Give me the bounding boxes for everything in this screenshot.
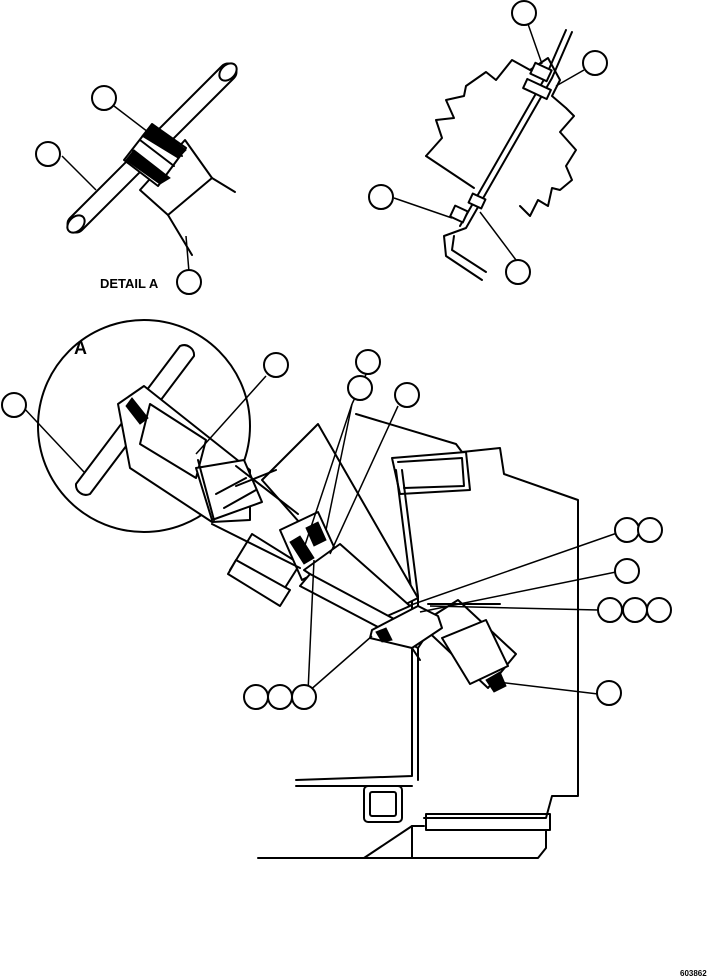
detail-a-label: DETAIL A: [100, 276, 159, 291]
callout-balloon: [394, 382, 420, 408]
callout-balloon: [505, 259, 531, 285]
callout-balloon: [614, 517, 640, 543]
callout-balloons: [1, 0, 672, 710]
callout-balloon: [597, 597, 623, 623]
callout-balloon: [582, 50, 608, 76]
bracket-drawing: [393, 23, 585, 281]
detail-a-drawing: [61, 62, 238, 273]
callout-balloon: [347, 375, 373, 401]
callout-balloon: [291, 684, 317, 710]
callout-balloon: [35, 141, 61, 167]
main-assembly-drawing: [21, 319, 621, 859]
callout-balloon: [646, 597, 672, 623]
callout-balloon: [596, 680, 622, 706]
callout-balloon: [637, 517, 663, 543]
callout-balloon: [263, 352, 289, 378]
callout-balloon: [614, 558, 640, 584]
callout-balloon: [511, 0, 537, 26]
callout-balloon: [1, 392, 27, 418]
callout-balloon: [91, 85, 117, 111]
callout-balloon: [243, 684, 269, 710]
callout-balloon: [267, 684, 293, 710]
drawing-number: 603862: [680, 969, 707, 978]
callout-balloon: [355, 349, 381, 375]
callout-balloon: [622, 597, 648, 623]
section-letter-label: A: [74, 338, 87, 358]
callout-balloon: [176, 269, 202, 295]
callout-balloon: [368, 184, 394, 210]
